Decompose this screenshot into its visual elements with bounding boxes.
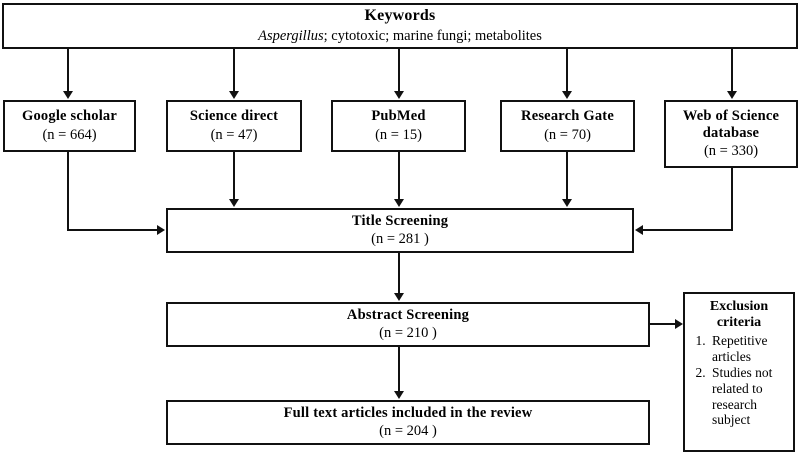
connector-keywords-to-rgate: [566, 49, 568, 92]
source-box-science-direct: Science direct (n = 47): [166, 100, 302, 152]
exclusion-criteria-item: Studies not related to research subject: [709, 365, 789, 428]
source-count: (n = 70): [544, 126, 591, 143]
keywords-terms: Aspergillus; cytotoxic; marine fungi; me…: [258, 28, 542, 45]
stage-count: (n = 281 ): [371, 231, 429, 247]
source-name-line2: database: [702, 124, 760, 141]
source-box-web-of-science: Web of Science database (n = 330): [664, 100, 798, 168]
arrowhead-rgate-to-title-screening: [562, 199, 572, 207]
arrowhead-abstract-to-fulltext: [394, 391, 404, 399]
arrowhead-google-to-title-screening: [157, 225, 165, 235]
arrowhead-wos-to-title-screening: [635, 225, 643, 235]
exclusion-title-line2: criteria: [716, 314, 762, 330]
source-name: Google scholar: [21, 108, 118, 125]
stage-name: Full text articles included in the revie…: [283, 404, 533, 421]
source-box-google-scholar: Google scholar (n = 664): [3, 100, 136, 152]
connector-google-horizontal: [67, 229, 157, 231]
stage-name: Title Screening: [351, 212, 449, 229]
source-count: (n = 47): [210, 126, 258, 143]
arrowhead-keywords-to-rgate: [562, 91, 572, 99]
stage-count: (n = 210 ): [379, 325, 437, 341]
stage-box-full-text-articles: Full text articles included in the revie…: [166, 400, 650, 445]
connector-keywords-to-google: [67, 49, 69, 92]
arrowhead-title-to-abstract: [394, 293, 404, 301]
source-name: Web of Science: [682, 107, 780, 124]
arrowhead-pubmed-to-title-screening: [394, 199, 404, 207]
exclusion-criteria-list: Repetitive articles Studies not related …: [689, 333, 789, 429]
keywords-box: Keywords Aspergillus; cytotoxic; marine …: [2, 3, 798, 49]
source-name: Science direct: [189, 108, 279, 125]
source-name: Research Gate: [521, 108, 614, 125]
connector-google-vertical: [67, 152, 69, 231]
connector-science-to-title-screening: [233, 152, 235, 200]
connector-keywords-to-science: [233, 49, 235, 92]
arrowhead-keywords-to-google: [63, 91, 73, 99]
source-count: (n = 15): [375, 126, 422, 143]
source-name: PubMed: [371, 108, 426, 125]
keyword-terms-rest: ; cytotoxic; marine fungi; metabolites: [323, 27, 542, 44]
keywords-title: Keywords: [364, 7, 436, 24]
arrowhead-keywords-to-pubmed: [394, 91, 404, 99]
arrowhead-science-to-title-screening: [229, 199, 239, 207]
exclusion-criteria-item: Repetitive articles: [709, 333, 789, 364]
stage-count: (n = 204 ): [379, 423, 437, 439]
connector-title-to-abstract: [398, 253, 400, 294]
connector-pubmed-to-title-screening: [398, 152, 400, 200]
exclusion-criteria-box: Exclusion criteria Repetitive articles S…: [683, 292, 795, 452]
stage-name: Abstract Screening: [346, 306, 470, 323]
arrowhead-keywords-to-science: [229, 91, 239, 99]
connector-abstract-to-fulltext: [398, 347, 400, 392]
connector-keywords-to-pubmed: [398, 49, 400, 92]
source-box-research-gate: Research Gate (n = 70): [500, 100, 635, 152]
source-count: (n = 330): [703, 143, 759, 160]
connector-wos-horizontal: [643, 229, 733, 231]
arrowhead-keywords-to-wos: [727, 91, 737, 99]
connector-wos-vertical: [731, 168, 733, 231]
stage-box-title-screening: Title Screening (n = 281 ): [166, 208, 634, 253]
exclusion-title-line1: Exclusion: [709, 299, 769, 314]
arrowhead-abstract-to-exclusion: [675, 319, 683, 329]
connector-abstract-to-exclusion: [650, 323, 677, 325]
keyword-term-italic: Aspergillus: [258, 27, 324, 44]
source-count: (n = 664): [42, 126, 97, 143]
connector-rgate-to-title-screening: [566, 152, 568, 200]
source-box-pubmed: PubMed (n = 15): [331, 100, 466, 152]
connector-keywords-to-wos: [731, 49, 733, 92]
stage-box-abstract-screening: Abstract Screening (n = 210 ): [166, 302, 650, 347]
